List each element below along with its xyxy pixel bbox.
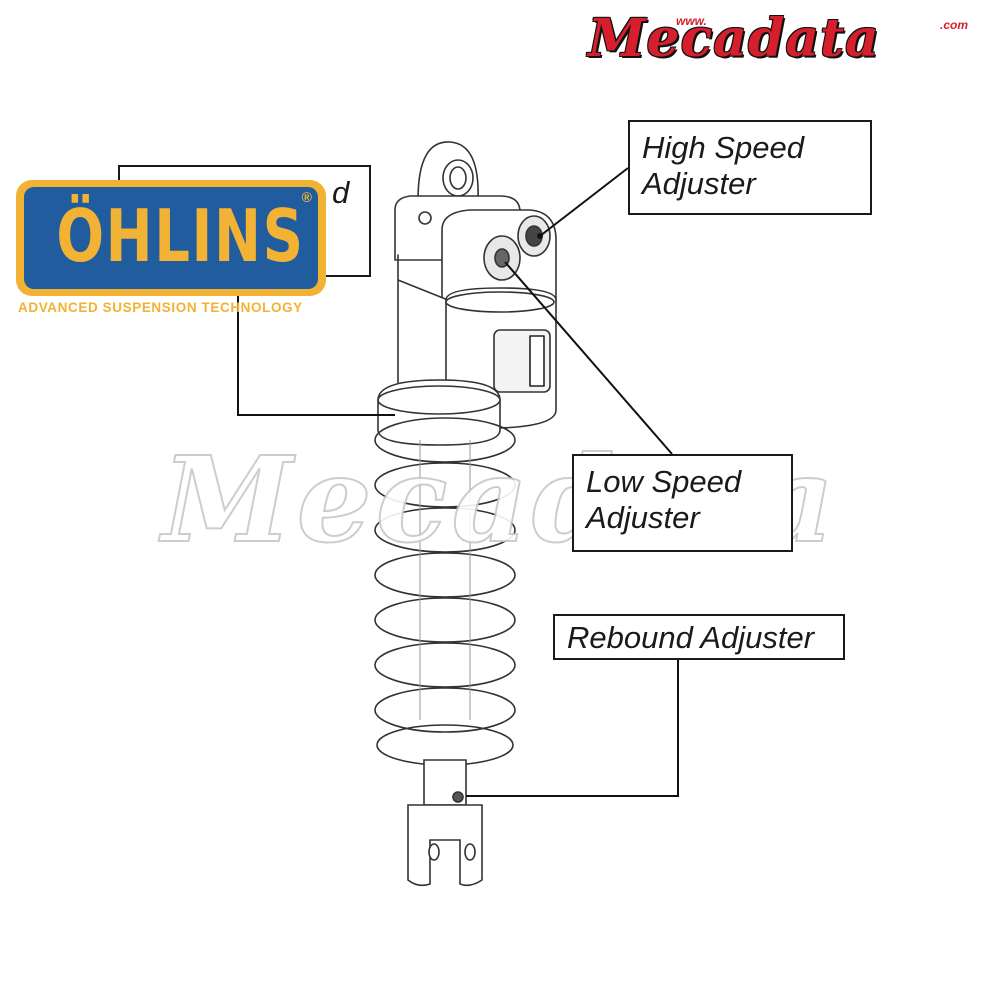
callout-high-line2: Adjuster xyxy=(642,166,756,201)
callout-high-line1: High Speed xyxy=(642,130,805,165)
ohlins-tagline: ADVANCED SUSPENSION TECHNOLOGY xyxy=(18,300,303,315)
callout-rebound-line1: Rebound Adjuster xyxy=(567,620,815,655)
callout-high-speed-adjuster: High Speed Adjuster xyxy=(628,120,872,215)
leader-rebound xyxy=(466,660,679,797)
leader-high-speed xyxy=(539,167,629,237)
callout-spring-line2: d xyxy=(332,175,350,210)
leader-lines xyxy=(237,167,679,797)
lower-shaft xyxy=(407,759,483,887)
callout-rebound-adjuster: Rebound Adjuster xyxy=(553,614,845,660)
callout-low-line1: Low Speed xyxy=(586,464,742,499)
leader-dot-high xyxy=(537,233,543,239)
ohlins-logo-plate: ÖHLINS ® xyxy=(16,180,326,296)
leader-spring-preload xyxy=(237,276,395,416)
mecadata-logo-word: Mecadata xyxy=(588,8,880,69)
registered-mark: ® xyxy=(301,189,312,205)
leader-low-speed xyxy=(504,261,673,455)
ohlins-logo: ÖHLINS ® ADVANCED SUSPENSION TECHNOLOGY xyxy=(16,180,326,320)
mecadata-logo-suffix: .com xyxy=(940,18,969,32)
ohlins-logo-word: ÖHLINS xyxy=(56,194,305,278)
shock-absorber-drawing xyxy=(377,141,557,446)
ohlins-logo-panel: ÖHLINS ® xyxy=(24,187,318,289)
mecadata-logo: Mecadata www. .com xyxy=(588,10,993,70)
callout-low-line2: Adjuster xyxy=(586,500,700,535)
coil-spring xyxy=(374,417,516,766)
mecadata-logo-prefix: www. xyxy=(676,14,707,28)
callout-low-speed-adjuster: Low Speed Adjuster xyxy=(572,454,793,552)
